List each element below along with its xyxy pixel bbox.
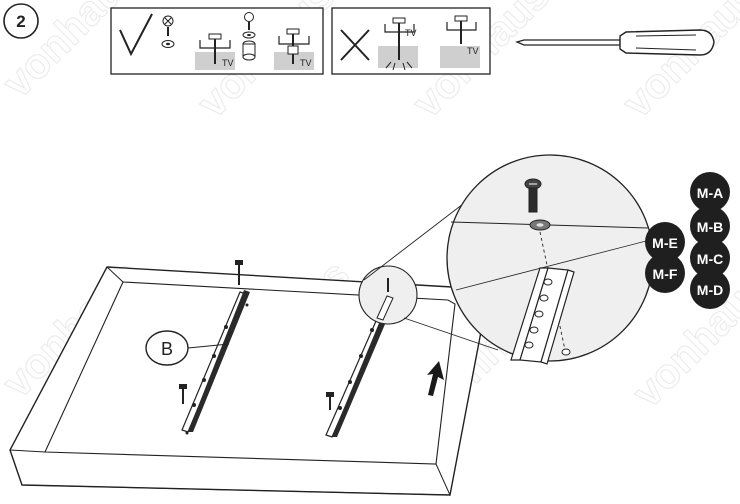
bracket-label: B	[161, 339, 173, 359]
part-label-m-e: M-E	[652, 235, 678, 251]
svg-text:TV: TV	[405, 28, 417, 38]
incorrect-usage-panel: TV TV	[331, 7, 491, 75]
arrow-up-icon	[427, 361, 444, 396]
right-bracket	[325, 270, 397, 438]
part-label-m-c: M-C	[697, 251, 723, 267]
part-label-m-d: M-D	[697, 282, 723, 298]
correct-usage-panel: TV TV	[110, 7, 324, 75]
screw-spacer-in-tv-icon: TV	[274, 28, 314, 70]
step-number-badge: 2	[3, 3, 39, 39]
screw-too-long-icon: TV	[378, 17, 418, 71]
screwdriver-icon	[515, 29, 715, 56]
check-mark-icon	[119, 13, 153, 57]
magnified-detail	[446, 154, 654, 365]
bracket-callout: B	[145, 330, 230, 366]
part-label-m-a: M-A	[697, 185, 723, 201]
svg-text:TV: TV	[467, 46, 479, 56]
part-label-m-b: M-B	[697, 219, 723, 235]
cross-mark-icon	[340, 29, 370, 61]
part-badges: M-A M-B M-C M-D M-E M-F	[645, 172, 730, 309]
svg-text:TV: TV	[222, 58, 234, 68]
watermark-text: vonhaus	[613, 0, 740, 126]
left-bracket	[179, 260, 250, 435]
part-label-m-f: M-F	[653, 266, 678, 282]
screw-washer-icon	[161, 15, 175, 48]
screw-too-short-icon: TV	[440, 15, 480, 68]
screw-spacer-icon	[242, 12, 256, 61]
step-number: 2	[16, 12, 25, 31]
screw-in-tv-icon: TV	[195, 33, 235, 70]
svg-text:TV: TV	[300, 58, 312, 68]
zoom-indicator	[358, 203, 499, 351]
